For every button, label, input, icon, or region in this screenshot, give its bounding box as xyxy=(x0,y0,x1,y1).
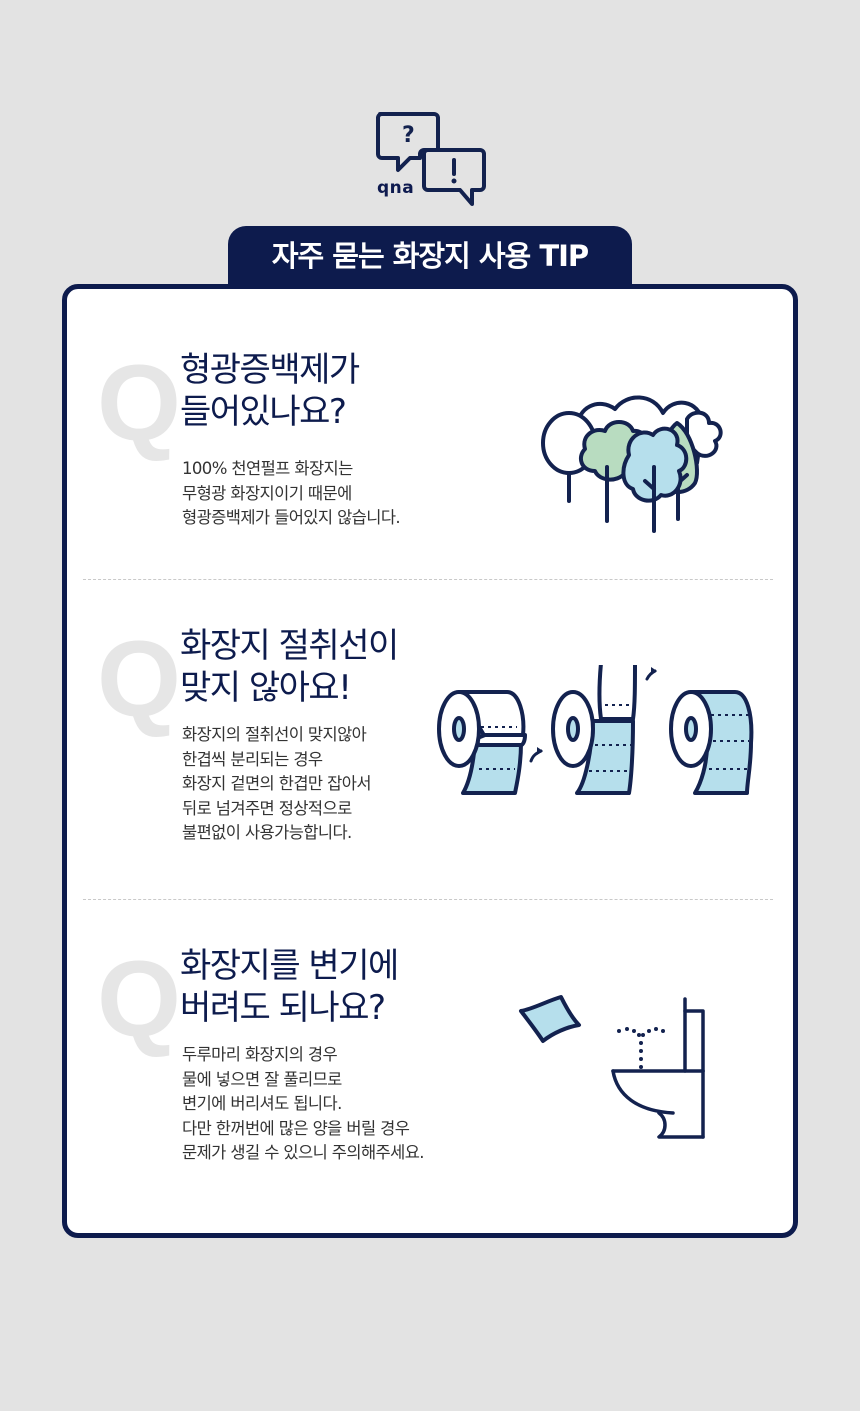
faq-answer: 화장지의 절취선이 맞지않아 한겹씩 분리되는 경우 화장지 겉면의 한겹만 잡… xyxy=(182,725,372,842)
tissue-sheet-icon xyxy=(519,995,581,1043)
toilet-flush-icon xyxy=(519,995,705,1139)
page-title: 자주 묻는 화장지 사용 TIP xyxy=(228,226,632,288)
faq-question: 형광증백제가 들어있나요? xyxy=(180,350,360,432)
qna-label: qna xyxy=(377,178,415,198)
faq-card: Q 형광증백제가 들어있나요? 100% 천연펄프 화장지는 무형광 화장지이기… xyxy=(62,284,798,1238)
trees-icon xyxy=(541,395,723,533)
q-marker: Q xyxy=(97,938,182,1059)
divider xyxy=(83,579,773,580)
roll-flipped-icon xyxy=(551,665,657,795)
svg-text:?: ? xyxy=(402,123,415,148)
q-marker: Q xyxy=(97,342,182,463)
toilet-bowl-icon xyxy=(611,997,705,1139)
q-marker: Q xyxy=(97,618,182,739)
faq-question: 화장지를 변기에 버려도 되나요? xyxy=(180,946,399,1028)
roll-fixed-icon xyxy=(669,690,754,795)
faq-question: 화장지 절취선이 맞지 않아요! xyxy=(180,626,399,708)
roll-peeling-icon xyxy=(437,690,543,795)
toilet-paper-rolls-icon xyxy=(437,665,754,795)
divider xyxy=(83,899,773,900)
faq-answer: 두루마리 화장지의 경우 물에 넣으면 잘 풀리므로 변기에 버리셔도 됩니다.… xyxy=(182,1045,425,1162)
qna-speech-bubbles-icon: ? xyxy=(376,112,486,206)
water-splash-icon xyxy=(617,1027,665,1069)
faq-answer: 100% 천연펄프 화장지는 무형광 화장지이기 때문에 형광증백제가 들어있지… xyxy=(182,459,401,527)
